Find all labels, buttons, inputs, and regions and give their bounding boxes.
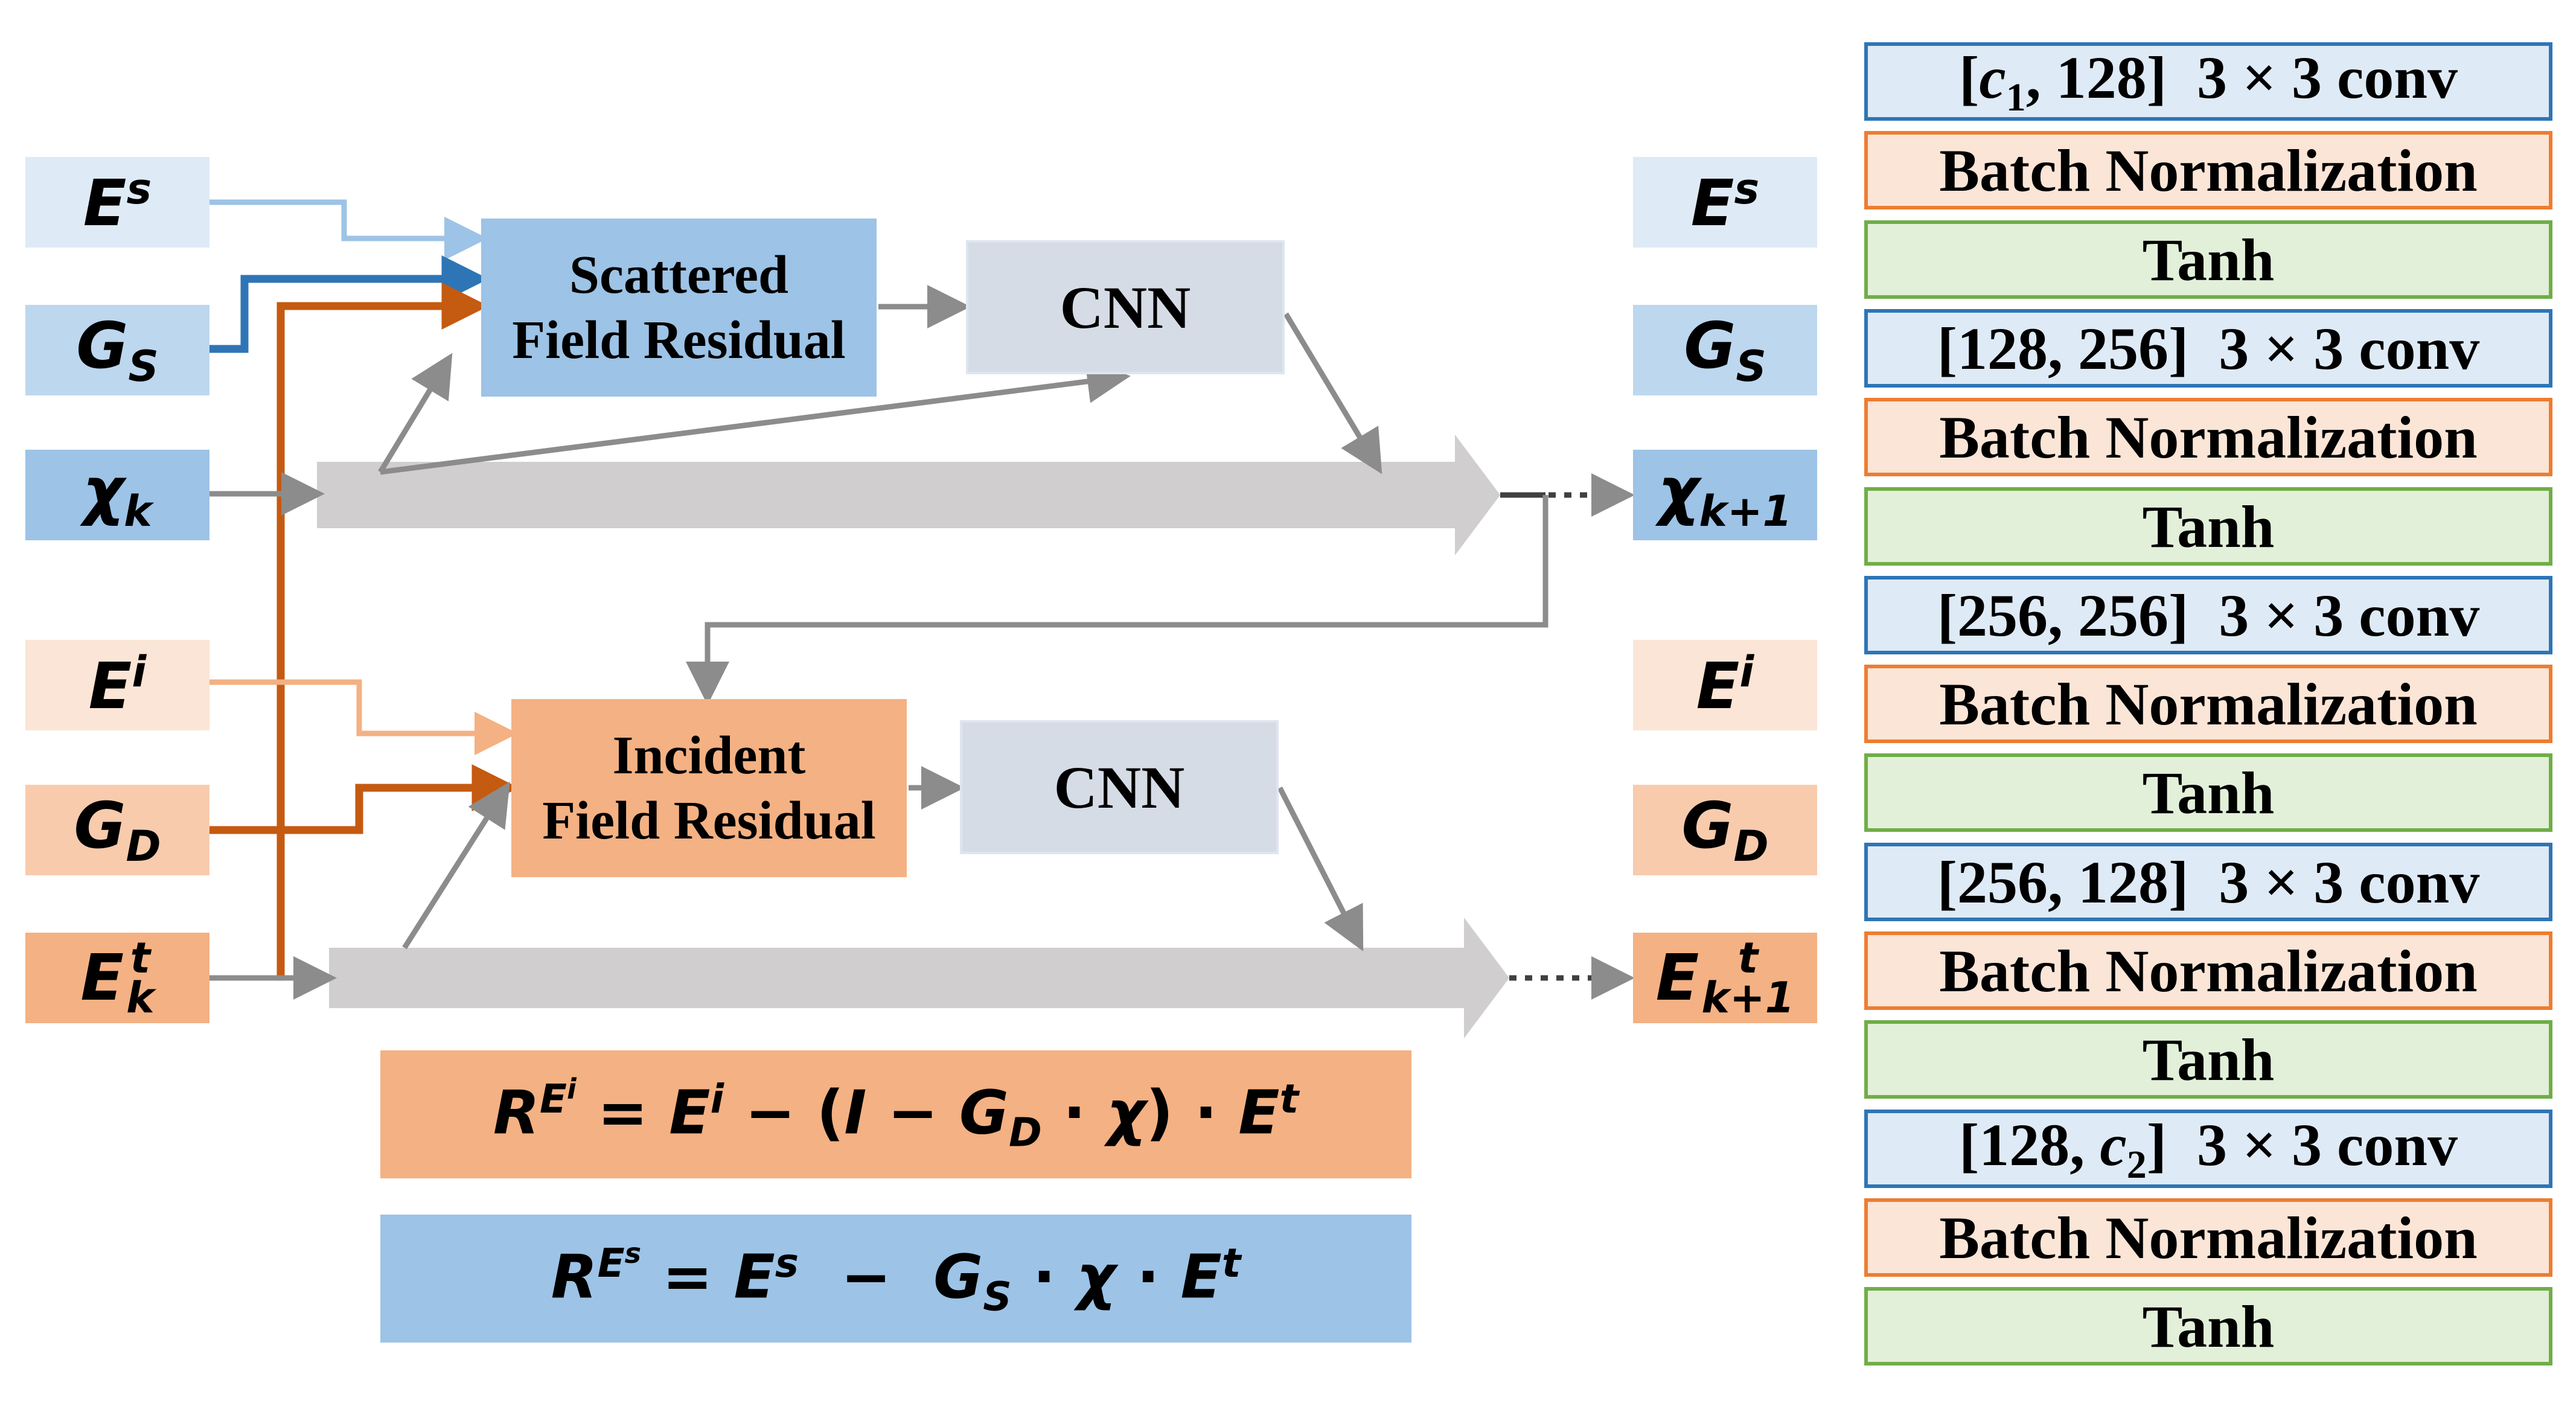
layer-conv-1: [c1, 128] 3 × 3 conv xyxy=(1864,42,2552,121)
layer-bn-11: Batch Normalization xyxy=(1864,931,2552,1010)
layer-label: Tanh xyxy=(2142,493,2275,560)
incident-residual-equation: REi = Ei − (I − GD · χ) · Et xyxy=(380,1050,1411,1178)
input-gs-label: GS xyxy=(76,309,159,391)
layer-label: Tanh xyxy=(2142,226,2275,293)
incident-field-residual-block: Incident Field Residual xyxy=(511,699,907,877)
cnn-bottom-label: CNN xyxy=(1053,753,1185,821)
layer-label: Batch Normalization xyxy=(1939,1204,2478,1271)
layer-conv-4: [128, 256] 3 × 3 conv xyxy=(1864,309,2552,388)
chi-to-scattered-line xyxy=(378,353,453,474)
layer-label: [c1, 128] 3 × 3 conv xyxy=(1959,43,2458,120)
input-es-box: Es xyxy=(25,157,209,248)
layer-label: Tanh xyxy=(2142,759,2275,826)
cnn-top-label: CNN xyxy=(1059,273,1191,341)
layer-label: Batch Normalization xyxy=(1939,403,2478,471)
output-es-box: Es xyxy=(1633,157,1817,248)
ei-to-incident-line xyxy=(205,679,518,755)
layer-label: Tanh xyxy=(2142,1292,2275,1360)
input-chi-label: χk xyxy=(83,454,152,536)
layer-tanh-6: Tanh xyxy=(1864,487,2552,566)
scattered-field-residual-block: Scattered Field Residual xyxy=(481,219,877,397)
gs-to-scattered-line xyxy=(205,255,489,353)
layer-label: Tanh xyxy=(2142,1026,2275,1093)
output-gs-label: GS xyxy=(1684,309,1766,391)
scattered-equation-text: REs = Es − GS · χ · Et xyxy=(551,1237,1241,1320)
output-gd-box: GD xyxy=(1633,785,1817,875)
output-chi-box: χk+1 xyxy=(1633,450,1817,540)
layer-tanh-3: Tanh xyxy=(1864,220,2552,299)
incident-block-line1: Incident xyxy=(612,725,806,785)
et-to-incident-line xyxy=(402,781,510,950)
et-to-scattered-line xyxy=(276,283,489,978)
layer-label: [128, 256] 3 × 3 conv xyxy=(1937,315,2480,382)
input-es-label: Es xyxy=(83,164,152,240)
incident-block-line2: Field Residual xyxy=(542,790,876,851)
cnn-block-bottom: CNN xyxy=(960,720,1279,854)
cnn-block-top: CNN xyxy=(966,240,1285,374)
cnn-top-to-flow-line xyxy=(1283,312,1382,474)
scattered-block-line1: Scattered xyxy=(569,244,789,305)
layer-conv-13: [128, c2] 3 × 3 conv xyxy=(1864,1110,2552,1188)
et-flow-arrow xyxy=(329,918,1509,1038)
layer-label: [256, 256] 3 × 3 conv xyxy=(1937,581,2480,649)
gd-to-incident-line xyxy=(205,764,519,834)
layer-bn-5: Batch Normalization xyxy=(1864,398,2552,476)
layer-bn-14: Batch Normalization xyxy=(1864,1198,2552,1277)
layer-label: [128, c2] 3 × 3 conv xyxy=(1959,1111,2458,1187)
layer-label: Batch Normalization xyxy=(1939,136,2478,204)
input-gd-box: GD xyxy=(25,785,209,875)
layer-conv-10: [256, 128] 3 × 3 conv xyxy=(1864,843,2552,921)
input-ei-box: Ei xyxy=(25,640,209,730)
output-gs-box: GS xyxy=(1633,305,1817,395)
scattered-residual-equation: REs = Es − GS · χ · Et xyxy=(380,1215,1411,1343)
layer-tanh-9: Tanh xyxy=(1864,753,2552,832)
chi-flow-arrow xyxy=(317,435,1500,555)
input-gs-box: GS xyxy=(25,305,209,395)
output-gd-label: GD xyxy=(1681,789,1769,871)
layer-tanh-15: Tanh xyxy=(1864,1287,2552,1365)
layer-tanh-12: Tanh xyxy=(1864,1020,2552,1099)
input-ei-label: Ei xyxy=(88,647,147,723)
layer-bn-2: Batch Normalization xyxy=(1864,131,2552,209)
layer-label: Batch Normalization xyxy=(1939,937,2478,1005)
layer-label: [256, 128] 3 × 3 conv xyxy=(1937,848,2480,916)
chi-feedback-line xyxy=(686,495,1548,705)
chi-to-cnn-line xyxy=(380,360,1131,475)
output-chi-label: χk+1 xyxy=(1658,454,1792,536)
layer-label: Batch Normalization xyxy=(1939,670,2478,738)
output-es-label: Es xyxy=(1690,164,1760,240)
input-chi-box: χk xyxy=(25,450,209,540)
layer-bn-8: Batch Normalization xyxy=(1864,665,2552,743)
cnn-bottom-to-flow-line xyxy=(1277,786,1364,952)
output-ei-label: Ei xyxy=(1696,647,1754,723)
input-gd-label: GD xyxy=(74,789,161,871)
output-ei-box: Ei xyxy=(1633,640,1817,730)
incident-equation-text: REi = Ei − (I − GD · χ) · Et xyxy=(493,1073,1299,1156)
scattered-block-line2: Field Residual xyxy=(512,310,846,370)
layer-conv-7: [256, 256] 3 × 3 conv xyxy=(1864,576,2552,654)
es-to-scattered-line xyxy=(205,199,488,260)
